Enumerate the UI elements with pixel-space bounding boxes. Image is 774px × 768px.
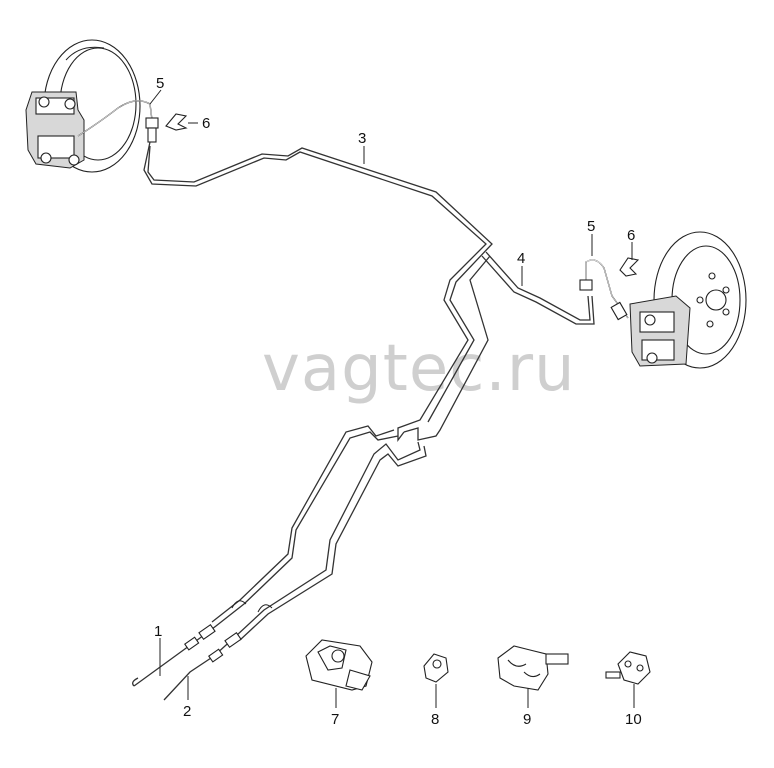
part-10-pipe-holder [605,651,651,685]
right-hub-center [705,289,727,311]
watermark: vagtec.ru [262,332,576,406]
part-9-pin [545,653,569,665]
pipe2-nut [208,648,224,663]
right-hose-nut [610,301,628,321]
right-caliper-bolt-2 [646,352,658,364]
right-brake-assembly [629,231,747,369]
brake-pipe-4 [403,251,595,441]
callout-10: 10 [625,711,642,728]
right-hose-fitting [579,279,593,291]
callout-2: 2 [183,703,191,720]
right-caliper-bolt-1 [644,314,656,326]
pipe1-fitting [198,623,216,641]
callout-9: 9 [523,711,531,728]
part-7-bracket [305,639,373,691]
part-8-clip [423,653,449,683]
right-brake-hose [579,259,629,321]
pipe-break-mark-1 [231,600,247,609]
callout-6-right: 6 [627,227,635,244]
part-9-pipe-holder [497,645,569,691]
right-lug-1 [708,272,716,280]
left-caliper-bolt-2 [64,98,76,110]
leader-5-left [149,89,162,105]
callout-1: 1 [154,623,162,640]
brake-pipes-1-2 [132,425,427,701]
right-lug-3 [722,308,730,316]
brake-pipe-3 [143,141,493,442]
callout-8: 8 [431,711,439,728]
pipe-break-mark-2 [257,604,273,613]
right-lug-5 [696,296,704,304]
right-lug-2 [722,286,730,294]
left-caliper-bolt-1 [38,96,50,108]
callout-7: 7 [331,711,339,728]
left-disc-rim-line [65,46,105,61]
callout-6-left: 6 [202,115,210,132]
callout-3: 3 [358,130,366,147]
callout-5-right: 5 [587,218,595,235]
left-clip [165,113,188,131]
left-brake-hose [77,100,159,143]
right-lug-4 [706,320,714,328]
pipe2-fitting [224,631,242,649]
left-hose-nut [147,127,157,143]
left-hose-fitting [145,117,159,129]
left-caliper-bolt-4 [68,154,80,166]
callout-4: 4 [517,250,525,267]
pipe1-end [132,677,139,687]
callout-5-left: 5 [156,75,164,92]
left-caliper-body [37,135,75,159]
part-10-pin [605,671,621,679]
pipe1-nut [184,636,200,651]
left-caliper-bolt-3 [40,152,52,164]
right-clip [619,257,640,277]
left-brake-assembly [25,39,141,173]
